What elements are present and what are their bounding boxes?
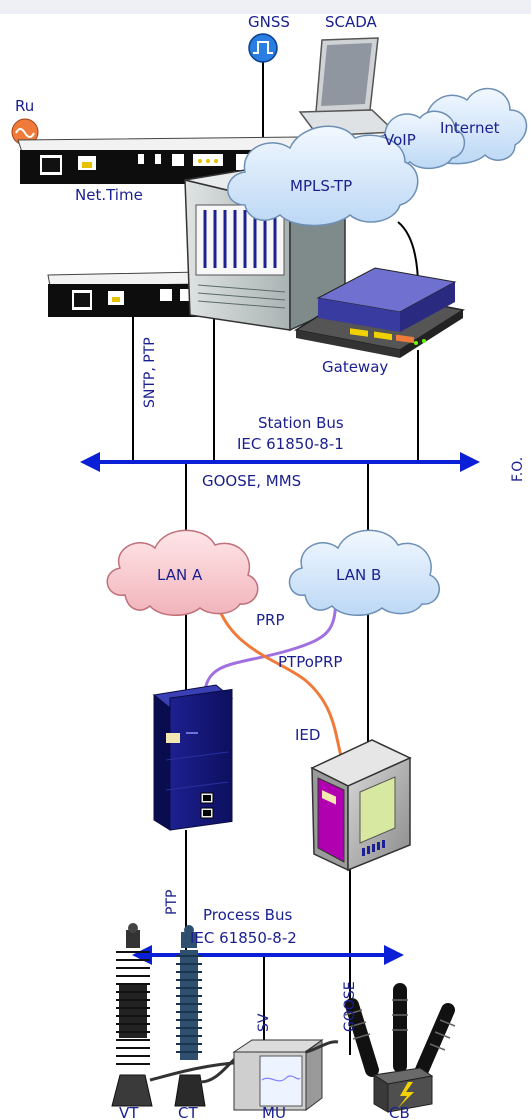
prp-link xyxy=(203,597,338,691)
sntp-ptp-label: SNTP, PTP xyxy=(142,337,158,408)
ct-icon xyxy=(149,925,246,1107)
lan-b-cloud xyxy=(288,529,440,616)
ptpoprp-link xyxy=(214,599,344,761)
vt-label: VT xyxy=(119,1104,139,1120)
header-band xyxy=(0,0,531,14)
fo-label: F.O. xyxy=(510,457,526,482)
time-server-2-icon xyxy=(47,271,204,317)
ru-label: Ru xyxy=(15,97,34,115)
cb-label: CB xyxy=(389,1104,410,1120)
mpls-tp-cloud xyxy=(227,125,419,227)
ied-icon xyxy=(310,739,412,872)
vt-icon xyxy=(111,923,153,1107)
mu-label: MU xyxy=(262,1104,286,1120)
goose-label: GOOSE xyxy=(342,981,358,1032)
mpls-tp-label: MPLS-TP xyxy=(290,177,352,195)
goose-mms-label: GOOSE, MMS xyxy=(202,472,301,490)
gateway-label: Gateway xyxy=(322,358,388,376)
ct-label: CT xyxy=(178,1104,198,1120)
cb-icon xyxy=(344,983,456,1113)
lan-a-label: LAN A xyxy=(157,566,203,584)
voip-label: VoIP xyxy=(384,131,416,149)
station-bus-label: Station Bus xyxy=(258,414,344,432)
gateway-icon xyxy=(293,267,465,358)
ptp-label: PTP xyxy=(164,890,180,915)
internet-label: Internet xyxy=(440,119,500,137)
prp-label: PRP xyxy=(256,611,285,629)
scada-label: SCADA xyxy=(325,13,378,31)
ptpoprp-label: PTPoPRP xyxy=(278,653,342,671)
lan-b-label: LAN B xyxy=(336,566,381,584)
mu-icon xyxy=(232,1039,339,1111)
laptop-icon xyxy=(298,37,397,137)
net-time-label: Net.Time xyxy=(75,186,143,204)
lan-a-cloud xyxy=(106,529,259,616)
server-icon xyxy=(152,684,234,831)
process-bus-label: Process Bus xyxy=(203,906,292,924)
gnss-label: GNSS xyxy=(248,13,290,31)
process-bus-std-label: IEC 61850-8-2 xyxy=(190,929,297,947)
gnss-clock-icon xyxy=(248,33,278,63)
station-bus-std-label: IEC 61850-8-1 xyxy=(237,435,344,453)
sv-label: SV xyxy=(256,1013,272,1032)
ied-label: IED xyxy=(295,726,320,744)
